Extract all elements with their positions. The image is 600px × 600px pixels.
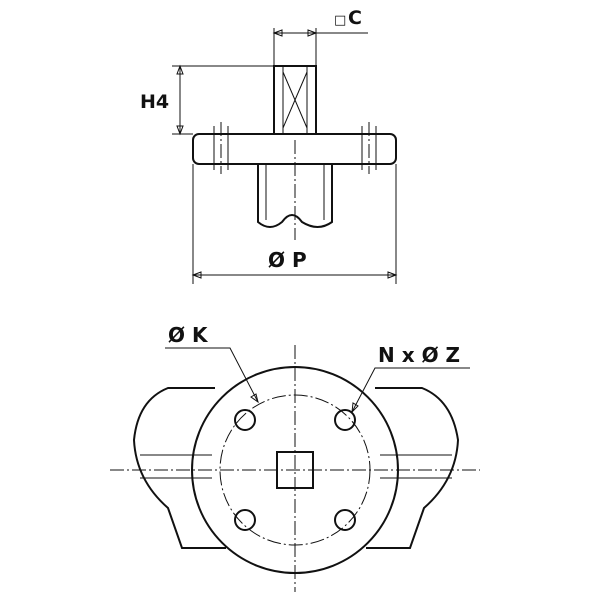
- label-square-size: C: [348, 7, 362, 29]
- stem-cross-2: [282, 71, 308, 129]
- leader-bolt-circle: [165, 347, 259, 403]
- square-symbol: □: [334, 13, 346, 28]
- bolt-hole: [334, 409, 356, 431]
- bolt-hole: [234, 409, 256, 431]
- label-holes: N x Ø Z: [378, 343, 460, 367]
- label-stem-height: H4: [140, 91, 169, 113]
- bolt-hole: [334, 509, 356, 531]
- shaft-neck: [257, 164, 333, 228]
- leader-holes: [351, 367, 470, 413]
- label-flange-diameter: Ø P: [268, 248, 307, 272]
- label-bolt-circle: Ø K: [168, 323, 209, 347]
- side-view: [172, 28, 398, 284]
- bolt-hole: [234, 509, 256, 531]
- body-left: [132, 387, 226, 549]
- top-view: [110, 345, 480, 592]
- body-right: [366, 387, 460, 549]
